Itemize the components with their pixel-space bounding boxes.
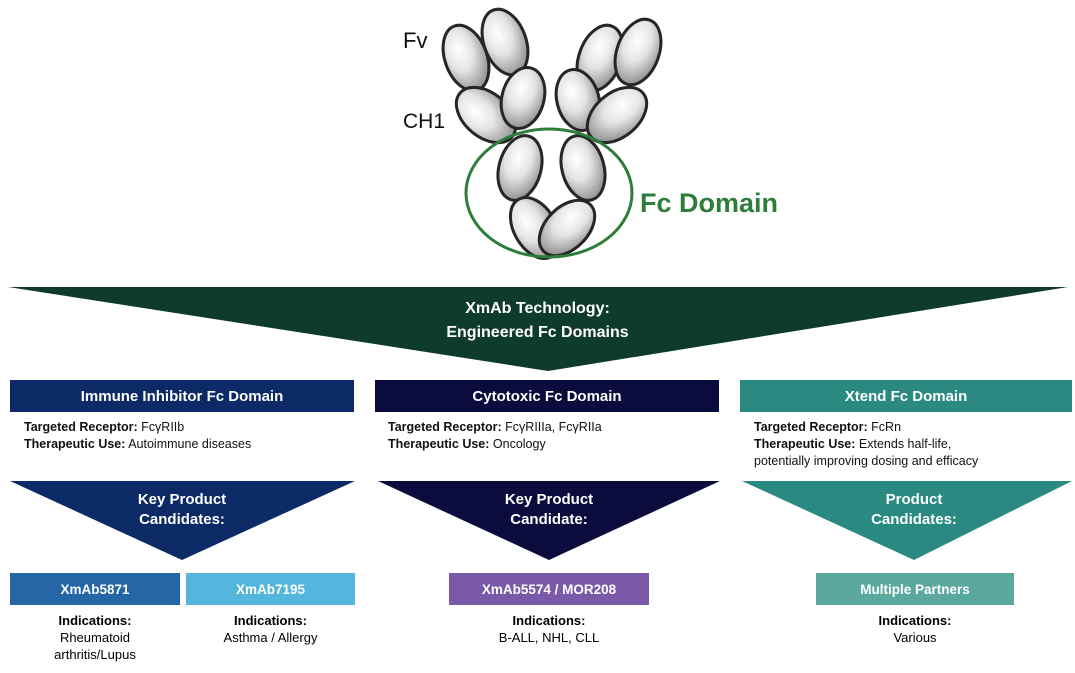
triangle-line1: Product (885, 491, 943, 508)
candidate-xmab5574-mor208: XmAb5574 / MOR208 (449, 573, 649, 605)
banner-line1: XmAb Technology: (465, 300, 610, 317)
indications-title: Indications: (234, 613, 307, 628)
fv-domain-right-outer (613, 17, 663, 87)
triangle-line2: Candidate: (510, 511, 588, 528)
ch1-label: CH1 (403, 110, 445, 133)
use-value-line2: potentially improving dosing and efficac… (754, 454, 979, 468)
antibody-diagram: Fv CH1 Fc Domain (403, 7, 778, 260)
use-label: Therapeutic Use: (754, 437, 856, 451)
fv-label: Fv (403, 28, 427, 53)
xtend-triangle-label: Product Candidates: (814, 490, 1014, 530)
indications-title: Indications: (58, 613, 132, 628)
receptor-value: FcRn (871, 420, 902, 434)
xmab5871-indications: Indications: Rheumatoid arthritis/Lupus (10, 612, 180, 663)
candidate-xmab7195: XmAb7195 (186, 573, 355, 605)
indications-title: Indications: (878, 613, 952, 628)
indications-line1: Asthma / Allergy (223, 630, 318, 645)
immune-inhibitor-triangle (10, 481, 355, 560)
cytotoxic-header: Cytotoxic Fc Domain (375, 380, 719, 412)
immune-inhibitor-header: Immune Inhibitor Fc Domain (10, 380, 354, 412)
use-label: Therapeutic Use: (388, 437, 490, 451)
xmab-banner-label: XmAb Technology: Engineered Fc Domains (0, 297, 1075, 345)
receptor-label: Targeted Receptor: (754, 420, 868, 434)
indications-line1: Rheumatoid (59, 630, 131, 645)
ch1-domain-left-inner (499, 66, 547, 130)
xtend-triangle (742, 481, 1072, 560)
candidate-xmab5871: XmAb5871 (10, 573, 180, 605)
candidate-multiple-partners: Multiple Partners (816, 573, 1014, 605)
triangle-line2: Candidates: (139, 511, 225, 528)
use-value: Oncology (492, 437, 546, 451)
indications-line2: arthritis/Lupus (54, 647, 136, 662)
xtend-header: Xtend Fc Domain (740, 380, 1072, 412)
cytotoxic-triangle (378, 481, 720, 560)
use-value: Autoimmune diseases (128, 437, 252, 451)
banner-line2: Engineered Fc Domains (446, 324, 629, 341)
receptor-value: FcγRIIb (141, 420, 185, 434)
xmab7195-indications: Indications: Asthma / Allergy (186, 612, 355, 646)
multiple-partners-indications: Indications: Various (816, 612, 1014, 646)
xmab5574-indications: Indications: B-ALL, NHL, CLL (449, 612, 649, 646)
triangle-line1: Key Product (504, 491, 594, 508)
triangle-line1: Key Product (137, 491, 227, 508)
indications-line1: B-ALL, NHL, CLL (498, 630, 600, 645)
ch3-domain-right (537, 198, 597, 258)
use-label: Therapeutic Use: (24, 437, 126, 451)
fc-domain-highlight-ring (464, 127, 634, 259)
immune-inhibitor-description: Targeted Receptor: FcγRIIb Therapeutic U… (24, 419, 354, 453)
fc-domain-label: Fc Domain (640, 188, 778, 218)
immune-inhibitor-triangle-label: Key Product Candidates: (82, 490, 282, 530)
receptor-label: Targeted Receptor: (388, 420, 502, 434)
ch2-domain-right (559, 134, 607, 202)
receptor-value: FcγRIIIa, FcγRIIa (505, 420, 602, 434)
xtend-description: Targeted Receptor: FcRn Therapeutic Use:… (754, 419, 1072, 470)
receptor-label: Targeted Receptor: (24, 420, 138, 434)
ch2-domain-left (496, 134, 544, 202)
cytotoxic-description: Targeted Receptor: FcγRIIIa, FcγRIIa The… (388, 419, 718, 453)
indications-line1: Various (893, 630, 937, 645)
cytotoxic-triangle-label: Key Product Candidate: (449, 490, 649, 530)
indications-title: Indications: (512, 613, 586, 628)
use-value: Extends half-life, (858, 437, 952, 451)
triangle-line2: Candidates: (871, 511, 957, 528)
